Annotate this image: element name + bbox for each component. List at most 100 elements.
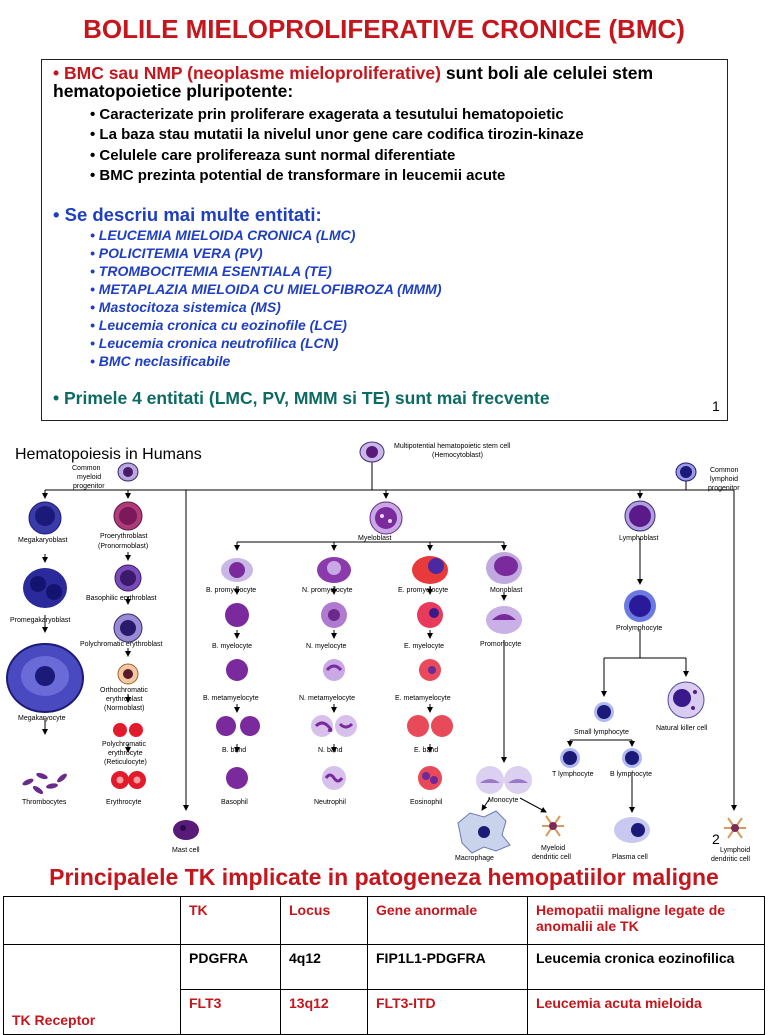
table-header: Gene anormale	[367, 896, 528, 945]
entity-item: • Mastocitoza sistemica (MS)	[90, 299, 281, 315]
cmp-cell	[117, 462, 139, 482]
table-header: TK	[180, 896, 281, 945]
entity-item: • POLICITEMIA VERA (PV)	[90, 245, 263, 261]
frequent-entities: • Primele 4 entitati (LMC, PV, MMM si TE…	[53, 388, 550, 408]
polychromatic-erythrocyte-label: (Reticulocyte)	[104, 759, 147, 766]
mast-cell-label: Mast cell	[172, 847, 200, 854]
mast-cell	[173, 820, 199, 840]
entity-item: • LEUCEMIA MIELOIDA CRONICA (LMC)	[90, 227, 356, 243]
table-header: Hemopatii maligne legate de anomalii ale…	[527, 896, 765, 945]
bullet-item: • Celulele care prolifereaza sunt normal…	[90, 147, 456, 164]
table-cell: FLT3-ITD	[367, 989, 528, 1035]
cmp-label: myeloid	[77, 474, 101, 481]
clp-cell	[675, 462, 697, 482]
entity-item: • BMC neclasificabile	[90, 353, 231, 369]
monoblast-label: Monoblast	[490, 587, 522, 594]
bullet-item: • BMC prezinta potential de transformare…	[90, 167, 506, 184]
table-cell: FLT3	[180, 989, 281, 1035]
lymphoid-dc-label: dendritic cell	[711, 856, 750, 863]
proerythroblast-cell	[113, 501, 143, 531]
basophil-lineage-cells	[216, 558, 260, 789]
cmp-label: Common	[72, 465, 101, 472]
e-promyelocyte-label: E. promyelocyte	[398, 587, 448, 594]
megakaryocyte-label: Megakaryocyte	[18, 715, 66, 722]
intro-highlight: • BMC sau NMP (neoplasme mieloproliferat…	[53, 63, 441, 83]
myeloblast-cell	[369, 501, 403, 535]
prolymphocyte-cell	[624, 590, 656, 622]
basophilic-erythroblast-cell	[114, 564, 142, 592]
clp-label: lymphoid	[710, 476, 738, 483]
monocyte-label: Monocyte	[488, 797, 518, 804]
e-myelocyte-label: E. myelocyte	[404, 643, 444, 650]
promegakaryoblast-label: Promegakaryoblast	[10, 617, 70, 624]
stem-cell-label: Multipotential hematopoietic stem cell	[394, 443, 511, 450]
intro-rest: sunt boli ale celulei stem	[445, 63, 654, 83]
polychromatic-erythrocyte-label: erythrocyte	[108, 750, 143, 757]
lymphoblast-label: Lymphoblast	[619, 535, 658, 542]
bullet-item: • La baza stau mutatii la nivelul unor g…	[90, 126, 584, 143]
table-cell: 4q12	[280, 944, 368, 990]
table-corner-cell	[3, 896, 181, 945]
n-band-label: N. band	[318, 747, 343, 754]
b-myelocyte-label: B. myelocyte	[212, 643, 252, 650]
polychromatic-erythroblast-cell	[113, 613, 143, 643]
table-header-row: TK Locus Gene anormale Hemopatii maligne…	[3, 896, 765, 945]
diagram-title: Hematopoiesis in Humans	[15, 446, 202, 463]
entity-item: • METAPLAZIA MIELOIDA CU MIELOFIBROZA (M…	[90, 281, 442, 297]
page-number: 1	[712, 398, 720, 414]
connector-line	[481, 797, 491, 811]
plasma-cell	[614, 817, 650, 843]
t-lymphocyte-cell	[560, 748, 580, 768]
megakaryoblast-label: Megakaryoblast	[18, 537, 67, 544]
myeloid-dendritic-cell	[542, 815, 564, 837]
orthochromatic-label: (Normoblast)	[104, 705, 144, 712]
small-lymphocyte-label: Small lymphocyte	[574, 729, 629, 736]
stem-cell-label: (Hemocytoblast)	[432, 452, 483, 459]
erythrocyte-label: Erythrocyte	[106, 799, 142, 806]
table-cell: Leucemia acuta mieloida	[527, 989, 765, 1035]
entity-item: • TROMBOCITEMIA ESENTIALA (TE)	[90, 263, 332, 279]
megakaryoblast-cell	[28, 501, 62, 535]
b-metamyelocyte-label: B. metamyelocyte	[203, 695, 259, 702]
orthochromatic-label: Orthochromatic	[100, 687, 148, 694]
table-header: Locus	[280, 896, 368, 945]
slide-title: BOLILE MIELOPROLIFERATIVE CRONICE (BMC)	[83, 14, 685, 44]
b-promyelocyte-label: B. promyelocyte	[206, 587, 256, 594]
content-box	[41, 59, 728, 421]
proerythroblast-label: (Pronormoblast)	[98, 543, 148, 550]
clp-label: Common	[710, 467, 739, 474]
bullet-item: • Caracterizate prin proliferare exagera…	[90, 106, 564, 123]
e-metamyelocyte-label: E. metamyelocyte	[395, 695, 451, 702]
entity-item: • Leucemia cronica cu eozinofile (LCE)	[90, 317, 347, 333]
section-title: Principalele TK implicate in patogeneza …	[49, 864, 719, 890]
prolymphocyte-label: Prolymphocyte	[616, 625, 662, 632]
tk-group-label: TK Receptor	[3, 944, 181, 1035]
tk-table: TK Locus Gene anormale Hemopatii maligne…	[3, 896, 765, 1035]
entity-item: • Leucemia cronica neutrofilica (LCN)	[90, 335, 339, 351]
myeloid-dc-label: Myeloid	[541, 845, 565, 852]
entities-heading: • Se descriu mai multe entitati:	[53, 204, 322, 225]
lymphoblast-cell	[624, 500, 656, 532]
basophil-label: Basophil	[221, 799, 248, 806]
lymphoid-dc-label: Lymphoid	[720, 847, 750, 854]
table-cell: Leucemia cronica eozinofilica	[527, 944, 765, 990]
promegakaryoblast-cell	[23, 568, 67, 608]
thrombocytes-label: Thrombocytes	[22, 799, 67, 806]
table-cell: PDGFRA	[180, 944, 281, 990]
small-lymphocyte-cell	[594, 702, 614, 722]
megakaryocyte-cell	[6, 643, 84, 713]
e-band-label: E. band	[414, 747, 438, 754]
t-lymphocyte-label: T lymphocyte	[552, 771, 594, 778]
proerythroblast-label: Proerythroblast	[100, 533, 148, 540]
basophilic-erythroblast-label: Basophilic erythroblast	[86, 595, 156, 602]
b-lymphocyte-label: B lymphocyte	[610, 771, 652, 778]
table-cell: 13q12	[280, 989, 368, 1035]
orthochromatic-erythroblast-cell	[117, 663, 139, 685]
cmp-label: progenitor	[73, 483, 105, 490]
plasma-cell-label: Plasma cell	[612, 854, 648, 861]
nk-cell	[667, 681, 705, 719]
b-band-label: B. band	[222, 747, 246, 754]
n-promyelocyte-label: N. promyelocyte	[302, 587, 353, 594]
erythrocyte-cells	[111, 771, 146, 789]
b-lymphocyte-cell	[622, 748, 642, 768]
